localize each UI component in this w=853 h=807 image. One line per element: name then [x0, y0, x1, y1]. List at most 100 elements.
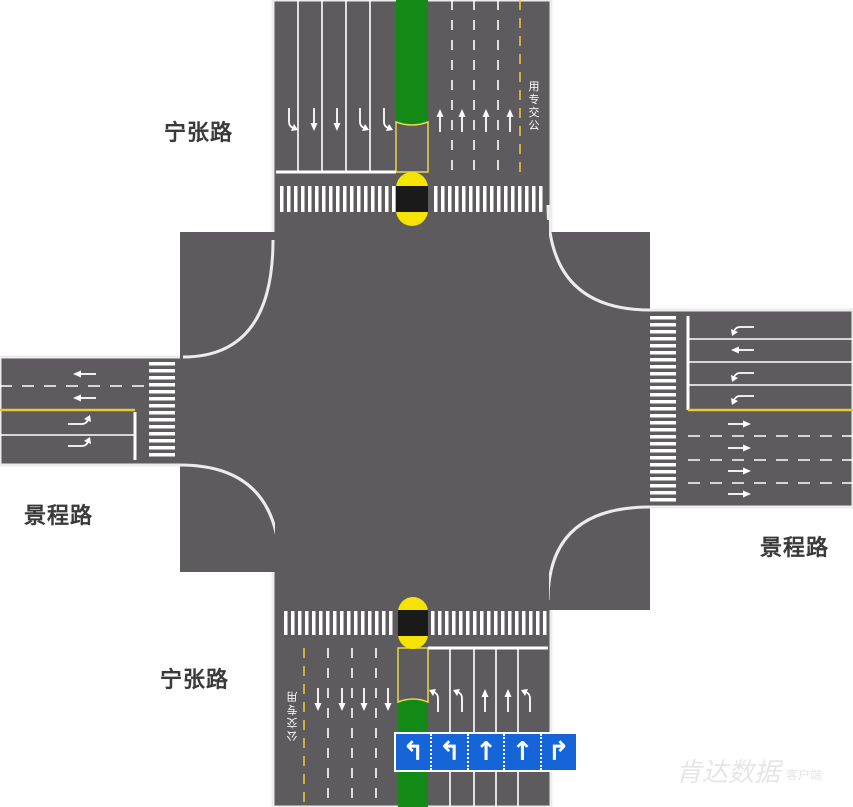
crosswalk-stripe	[650, 351, 676, 355]
bus-lane-label-south: 公交专用	[286, 690, 298, 742]
road-label-south: 宁张路	[160, 668, 230, 693]
crosswalk-stripe	[343, 186, 347, 212]
crosswalk-stripe	[490, 186, 494, 212]
crosswalk-stripe	[650, 421, 676, 425]
crosswalk-stripe	[347, 611, 351, 635]
crosswalk-stripe	[375, 611, 379, 635]
crosswalk-stripe	[149, 411, 175, 415]
crosswalk-stripe	[650, 316, 676, 320]
road-label-east: 景程路	[760, 536, 830, 561]
crosswalk-stripe	[650, 323, 676, 327]
stop-lines	[133, 170, 690, 650]
crosswalk-stripe	[650, 358, 676, 362]
crosswalk-stripe	[650, 379, 676, 383]
crosswalk-stripe	[315, 186, 319, 212]
road-label-west: 景程路	[24, 504, 94, 529]
crosswalk-stripe	[354, 611, 358, 635]
lane-guidance-sign: ↰ ↰ ↑ ↑ ↱	[394, 732, 578, 772]
crosswalk-stripe	[501, 611, 505, 635]
crosswalk-stripe	[287, 186, 291, 212]
crosswalk-stripe	[441, 186, 445, 212]
crosswalk-stripe	[329, 186, 333, 212]
crosswalk-stripe	[326, 611, 330, 635]
crosswalk-stripe	[462, 186, 466, 212]
crosswalk-stripe	[650, 456, 676, 460]
crosswalk-stripe	[469, 186, 473, 212]
crosswalk-stripe	[149, 383, 175, 387]
crosswalk-stripe	[650, 449, 676, 453]
crosswalk-stripe	[319, 611, 323, 635]
crosswalk-stripe	[149, 376, 175, 380]
crosswalk-stripe	[284, 611, 288, 635]
crosswalk-stripe	[650, 491, 676, 495]
crosswalk-stripe	[149, 362, 175, 366]
crosswalk-stripe	[340, 611, 344, 635]
crosswalk-stripe	[508, 611, 512, 635]
crosswalk-stripe	[539, 186, 543, 212]
crosswalk-stripe	[149, 432, 175, 436]
crosswalk-stripe	[480, 611, 484, 635]
south-median	[397, 647, 429, 807]
crosswalk-stripe	[382, 611, 386, 635]
crosswalk-stripe	[473, 611, 477, 635]
crosswalk-stripe	[497, 186, 501, 212]
crosswalk-stripe	[438, 611, 442, 635]
crosswalk-stripe	[298, 611, 302, 635]
crosswalk-stripe	[650, 435, 676, 439]
crosswalk-stripe	[650, 470, 676, 474]
crosswalk-stripe	[336, 186, 340, 212]
crosswalk-stripe	[371, 186, 375, 212]
crosswalk-stripe	[650, 400, 676, 404]
north-refuge-island	[396, 172, 428, 226]
crosswalk-stripe	[459, 611, 463, 635]
crosswalk-stripe	[322, 186, 326, 212]
crosswalk-stripe	[312, 611, 316, 635]
crosswalk-stripe	[149, 397, 175, 401]
crosswalk-stripe	[291, 611, 295, 635]
crosswalk-stripe	[511, 186, 515, 212]
crosswalk-stripe	[650, 365, 676, 369]
crosswalk-stripe	[149, 446, 175, 450]
crosswalk-stripe	[378, 186, 382, 212]
crosswalk-stripe	[650, 372, 676, 376]
crosswalk-stripe	[650, 393, 676, 397]
crosswalk-stripe	[350, 186, 354, 212]
crosswalk-stripe	[650, 442, 676, 446]
sign-left-turn-icon: ↰	[396, 734, 433, 770]
crosswalks	[149, 186, 676, 635]
crosswalk-stripe	[650, 484, 676, 488]
crosswalk-stripe	[149, 369, 175, 373]
crosswalk-stripe	[149, 439, 175, 443]
sign-straight-icon: ↑	[469, 734, 506, 770]
crosswalk-stripe	[445, 611, 449, 635]
crosswalk-stripe	[452, 611, 456, 635]
crosswalk-stripe	[305, 611, 309, 635]
crosswalk-stripe	[385, 186, 389, 212]
crosswalk-stripe	[650, 463, 676, 467]
crosswalk-stripe	[389, 611, 393, 635]
bus-lane-label-north: 用专交公	[528, 80, 540, 132]
crosswalk-stripe	[448, 186, 452, 212]
north-median	[395, 0, 429, 173]
crosswalk-stripe	[149, 425, 175, 429]
crosswalk-stripe	[650, 498, 676, 502]
crosswalk-stripe	[294, 186, 298, 212]
crosswalk-stripe	[543, 611, 547, 635]
crosswalk-stripe	[357, 186, 361, 212]
crosswalk-stripe	[280, 186, 284, 212]
road-label-north: 宁张路	[164, 121, 234, 146]
crosswalk-stripe	[532, 186, 536, 212]
crosswalk-stripe	[494, 611, 498, 635]
crosswalk-stripe	[434, 186, 438, 212]
crosswalk-stripe	[149, 453, 175, 457]
crosswalk-stripe	[536, 611, 540, 635]
crosswalk-stripe	[308, 186, 312, 212]
watermark-suffix: 客户端	[786, 768, 823, 782]
crosswalk-stripe	[650, 407, 676, 411]
sign-left-turn-icon: ↰	[432, 734, 469, 770]
crosswalk-stripe	[529, 611, 533, 635]
crosswalk-stripe	[361, 611, 365, 635]
crosswalk-stripe	[650, 477, 676, 481]
